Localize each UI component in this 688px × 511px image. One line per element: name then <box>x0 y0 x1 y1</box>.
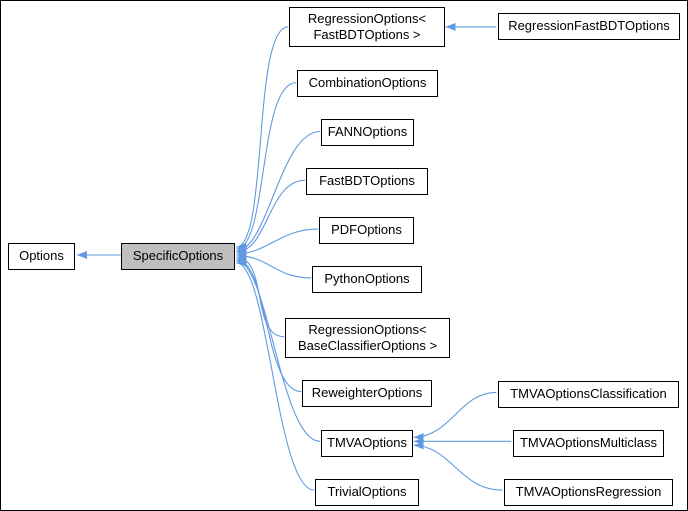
edge-tmvaoptionsregression-to-tmvaoptions <box>413 441 503 491</box>
edge-trivialoptions-to-specificoptions <box>236 258 315 491</box>
node-fann-options[interactable]: FANNOptions <box>321 119 414 146</box>
node-tmva-options-classification[interactable]: TMVAOptionsClassification <box>498 381 679 408</box>
edge-tmvaoptions-to-specificoptions <box>236 256 321 442</box>
edge-tmvaoptionsclassification-to-tmvaoptions <box>413 391 497 441</box>
node-regression-fastbdt-options[interactable]: RegressionFastBDTOptions <box>498 13 680 40</box>
node-regression-options-baseclassifier[interactable]: RegressionOptions< BaseClassifierOptions… <box>285 318 450 358</box>
edge-pdfoptions-to-specificoptions <box>236 228 319 258</box>
edge-fannoptions-to-specificoptions <box>236 130 321 255</box>
edge-combinationoptions-to-specificoptions <box>236 82 297 253</box>
node-tmva-options-regression[interactable]: TMVAOptionsRegression <box>504 479 673 506</box>
node-fastbdt-options[interactable]: FastBDTOptions <box>306 168 428 195</box>
node-tmva-options-multiclass[interactable]: TMVAOptionsMulticlass <box>513 430 664 457</box>
node-tmva-options[interactable]: TMVAOptions <box>321 430 413 457</box>
node-trivial-options[interactable]: TrivialOptions <box>315 479 419 506</box>
edge-regressionoptions-fastbdt-to-specificoptions <box>236 26 289 251</box>
node-options[interactable]: Options <box>8 243 75 270</box>
node-python-options[interactable]: PythonOptions <box>312 266 422 293</box>
node-regression-options-fastbdt[interactable]: RegressionOptions< FastBDTOptions > <box>289 7 445 47</box>
node-specific-options: SpecificOptions <box>121 243 235 270</box>
node-reweighter-options[interactable]: ReweighterOptions <box>302 380 432 407</box>
node-combination-options[interactable]: CombinationOptions <box>297 70 438 97</box>
edge-fastbdtoptions-to-specificoptions <box>236 179 306 256</box>
node-pdf-options[interactable]: PDFOptions <box>319 217 414 244</box>
edge-reweighteroptions-to-specificoptions <box>236 255 302 393</box>
